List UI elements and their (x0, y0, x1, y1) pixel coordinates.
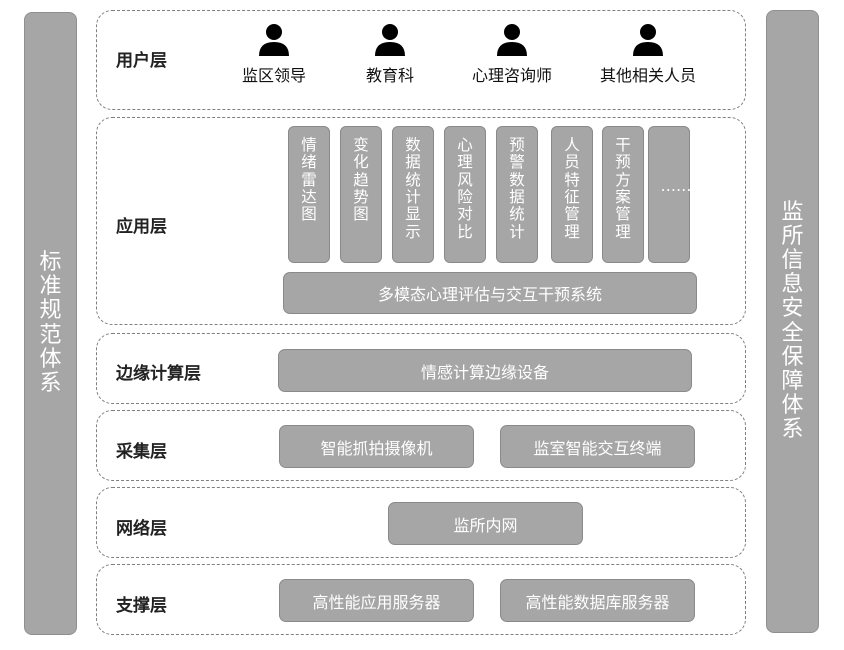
standards-system-label: 标准规范体系 (39, 249, 62, 396)
intranet: 监所内网 (388, 502, 583, 545)
person-icon (375, 24, 405, 56)
user-education: 教育科 (340, 24, 440, 86)
support-layer-title: 支撑层 (116, 596, 167, 616)
security-system-bar: 监所信息安全保障体系 (766, 10, 819, 633)
module-personnel-features: 人员特征管理 (551, 126, 593, 263)
network-layer-title: 网络层 (116, 519, 167, 539)
module-more: …… (648, 126, 691, 263)
multimodal-system: 多模态心理评估与交互干预系统 (283, 272, 697, 314)
user-label: 心理咨询师 (471, 66, 552, 85)
app-server: 高性能应用服务器 (279, 579, 474, 622)
module-risk-compare: 心理风险对比 (444, 126, 486, 263)
module-intervention-plan: 干预方案管理 (602, 126, 644, 263)
app-layer-title: 应用层 (116, 217, 167, 237)
interactive-terminal: 监室智能交互终端 (500, 425, 695, 468)
user-leader: 监区领导 (224, 24, 324, 86)
standards-system-bar: 标准规范体系 (24, 12, 77, 635)
db-server: 高性能数据库服务器 (500, 579, 695, 622)
person-icon (259, 24, 289, 56)
user-label: 教育科 (365, 66, 414, 85)
person-icon (497, 24, 527, 56)
user-label: 监区领导 (241, 66, 306, 85)
user-others: 其他相关人员 (586, 24, 710, 86)
edge-device: 情感计算边缘设备 (278, 349, 692, 392)
user-layer-title: 用户层 (116, 51, 167, 71)
edge-layer-title: 边缘计算层 (116, 364, 201, 384)
user-layer (96, 10, 746, 110)
security-system-label: 监所信息安全保障体系 (781, 199, 804, 443)
module-data-statistics: 数据统计显示 (392, 126, 434, 263)
user-counselor: 心理咨询师 (457, 24, 567, 86)
module-emotion-radar: 情绪雷达图 (288, 126, 330, 263)
user-label: 其他相关人员 (599, 66, 696, 85)
collect-layer-title: 采集层 (116, 442, 167, 462)
module-warning-statistics: 预警数据统计 (496, 126, 538, 263)
person-icon (633, 24, 663, 56)
smart-camera: 智能抓拍摄像机 (279, 425, 474, 468)
module-trend-chart: 变化趋势图 (340, 126, 382, 263)
